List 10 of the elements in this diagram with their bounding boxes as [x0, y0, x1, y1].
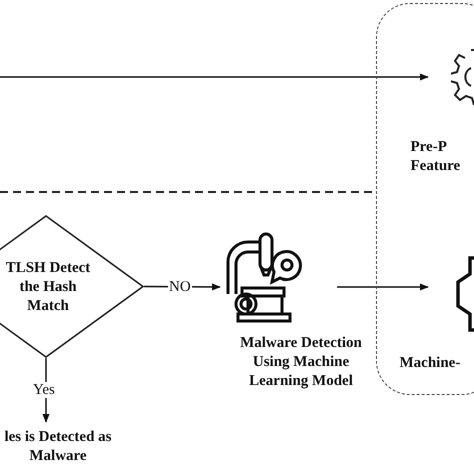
arrow — [0, 73, 429, 81]
arrow — [42, 358, 50, 423]
step-label: Pre-P Feature — [410, 138, 462, 176]
step-label: Machine- — [400, 354, 462, 372]
edge-label: Yes — [32, 382, 56, 398]
decision-text: TLSH Detect the Hash Match — [4, 259, 92, 316]
process-label: Malware Detection Using Machine Learning Model — [239, 334, 363, 391]
arrow — [337, 283, 429, 291]
result-label: les is Detected as Malware — [3, 428, 113, 466]
dashed-group — [376, 3, 474, 395]
